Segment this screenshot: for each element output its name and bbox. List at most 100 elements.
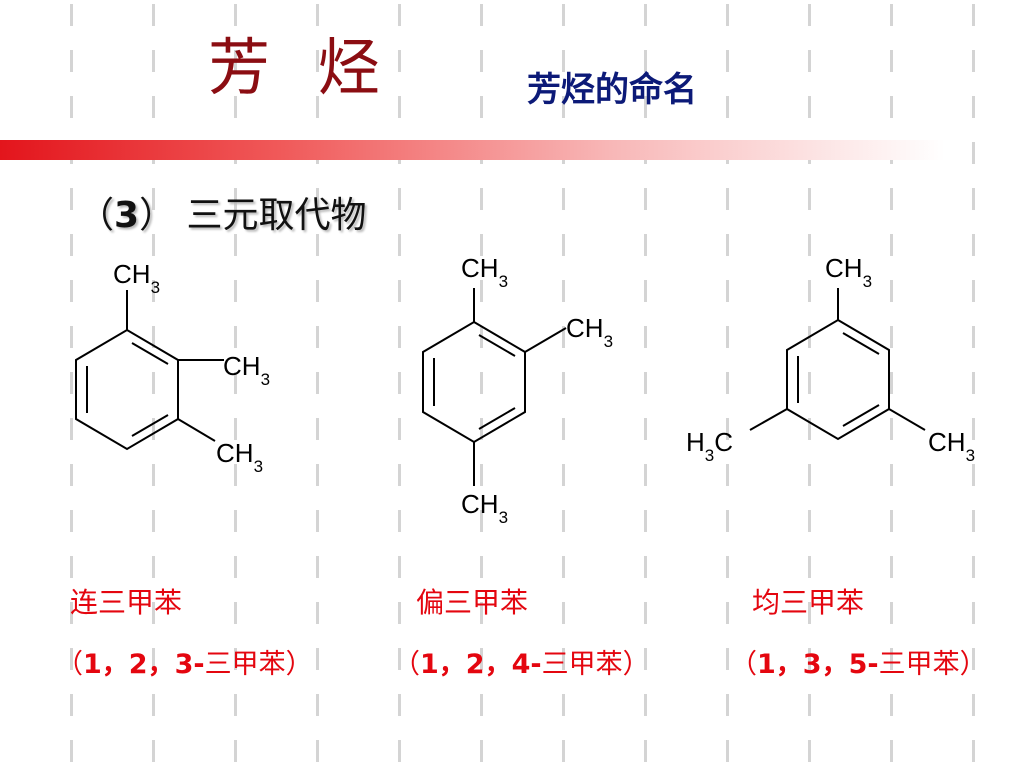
background-dash [152,234,155,256]
background-dash [480,50,483,72]
background-dash [234,4,237,26]
background-dash [234,694,237,716]
background-dash [480,510,483,532]
background-dash [808,372,811,394]
background-dash [726,694,729,716]
background-dash [480,602,483,624]
background-dash [234,234,237,256]
background-dash [972,326,975,348]
page-subtitle: 芳烃的命名 [527,70,697,110]
background-dash [480,556,483,578]
background-dash [644,510,647,532]
background-dash [726,418,729,440]
background-dash [808,648,811,670]
locants: 1，2，4- [420,649,542,680]
background-dash [562,694,565,716]
background-dash [726,280,729,302]
background-dash [972,556,975,578]
background-dash [234,510,237,532]
parent-name: 三甲苯 [204,649,286,680]
background-dash [972,464,975,486]
background-dash [234,602,237,624]
background-dash [152,556,155,578]
background-dash [644,418,647,440]
background-dash [234,50,237,72]
background-dash [152,464,155,486]
background-dash [808,96,811,118]
background-dash [234,188,237,210]
methyl-label: CH3 [223,351,270,389]
background-dash [316,602,319,624]
background-dash [562,372,565,394]
background-dash [152,602,155,624]
background-dash [808,188,811,210]
background-dash [398,510,401,532]
background-dash [234,418,237,440]
background-dash [70,648,73,670]
background-dash [152,418,155,440]
background-dash [70,326,73,348]
background-dash [480,96,483,118]
background-dash [562,510,565,532]
background-dash [972,510,975,532]
background-dash [398,372,401,394]
background-dash [316,50,319,72]
locants: 1，3，5- [757,649,879,680]
background-dash [972,142,975,164]
background-dash [644,372,647,394]
background-dash [562,188,565,210]
background-dash [972,648,975,670]
background-dash [972,740,975,762]
background-dash [70,372,73,394]
background-dash [480,188,483,210]
background-dash [890,556,893,578]
background-dash [890,188,893,210]
methyl-label: CH3 [825,253,872,291]
background-dash [972,234,975,256]
background-dash [398,326,401,348]
compound-iupac-name: （1，2，4-三甲苯） [393,649,650,680]
background-dash [726,740,729,762]
background-dash [808,418,811,440]
background-dash [808,4,811,26]
section-heading: （3） 三元取代物 [78,195,367,236]
background-dash [316,234,319,256]
background-dash [890,326,893,348]
background-dash [480,740,483,762]
methyl-label: CH3 [928,427,975,465]
background-dash [234,740,237,762]
background-dash [234,96,237,118]
background-dash [152,740,155,762]
background-dash [890,740,893,762]
background-dash [890,464,893,486]
background-dash [70,50,73,72]
background-dash [644,50,647,72]
background-dash [398,556,401,578]
background-dash [152,326,155,348]
background-dash [644,556,647,578]
background-dash [152,510,155,532]
background-dash [644,280,647,302]
background-dash [972,188,975,210]
background-dash [70,694,73,716]
background-dash [726,556,729,578]
background-dash [398,648,401,670]
background-dash [70,602,73,624]
background-dash [316,188,319,210]
background-dash [726,188,729,210]
compound-name: 偏三甲苯 [416,586,529,619]
background-dash [398,4,401,26]
background-dash [808,234,811,256]
background-dash [890,234,893,256]
methyl-label: CH3 [566,313,613,351]
background-dash [644,602,647,624]
background-dash [234,556,237,578]
background-dash [234,280,237,302]
background-dash [890,50,893,72]
background-dash [316,372,319,394]
background-dash [70,418,73,440]
methyl-label: CH3 [216,438,263,476]
structure-pseudocumene-labels: CH3 CH3 CH3 [461,253,613,527]
background-dash [562,326,565,348]
